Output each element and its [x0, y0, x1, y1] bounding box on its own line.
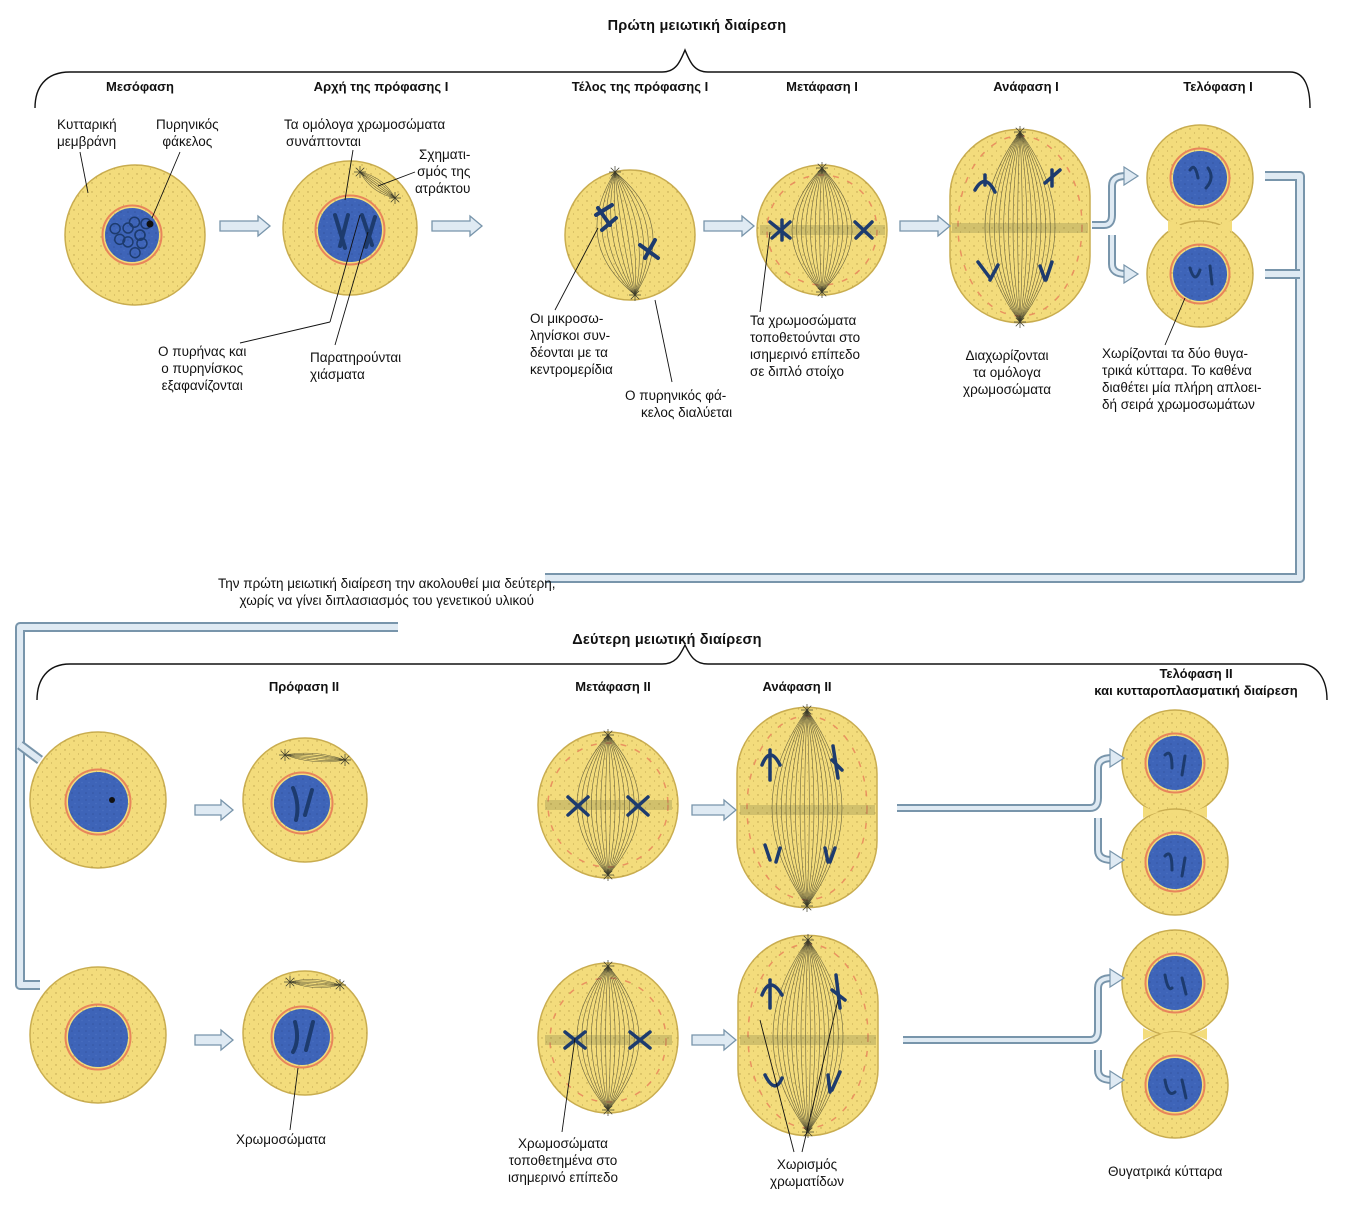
stage-late-prophase1: Τέλος της πρόφασης Ι: [571, 79, 709, 94]
cell-metaphase2-bottom: [537, 960, 679, 1116]
label-chromosomes: Χρωμοσώματα: [236, 1132, 326, 1147]
cell-telophase2-a: [1121, 709, 1229, 817]
cell-telophase1-top: [1146, 124, 1254, 232]
arrow-5: [194, 798, 235, 822]
arrow-1: [219, 214, 272, 238]
cell-metaphase1: [756, 162, 888, 298]
transition-note: Την πρώτη μειωτική διαίρεση την ακολουθε…: [218, 576, 556, 608]
cell-telophase1-bottom: [1146, 220, 1254, 328]
split-arrow-1: [1092, 165, 1140, 285]
stage-anaphase2: Ανάφαση ΙΙ: [762, 679, 832, 694]
split-arrow-2: [1078, 747, 1126, 871]
cell-interphase: [64, 164, 206, 306]
label-daughter-cells: Θυγατρικά κύτταρα: [1108, 1164, 1223, 1179]
arrow-3: [703, 214, 756, 238]
cell-metaphase2-top: [537, 729, 679, 881]
cell-prophase2-top-late: [242, 737, 368, 863]
meiosis1-brace: [34, 48, 1311, 109]
cell-telophase2-c: [1121, 929, 1229, 1037]
arrow-4: [899, 214, 952, 238]
stage-interphase: Μεσόφαση: [106, 79, 174, 94]
meiosis2-title: Δεύτερη μειωτική διαίρεση: [572, 632, 762, 648]
stage-telophase1: Τελόφαση Ι: [1183, 79, 1253, 94]
cell-telophase2-d: [1121, 1031, 1229, 1139]
meiosis2-brace: [36, 643, 1328, 701]
cell-prophase2-bottom-late: [242, 970, 368, 1096]
arrow-7: [194, 1028, 235, 1052]
cell-anaphase2-top: [736, 704, 878, 912]
arrow-2: [431, 214, 484, 238]
stage-metaphase1: Μετάφαση Ι: [786, 79, 858, 94]
stage-prophase2: Πρόφαση ΙΙ: [268, 679, 340, 694]
cell-prophase2-top-early: [29, 731, 167, 869]
split-arrow-3: [1078, 967, 1126, 1091]
meiosis1-title: Πρώτη μειωτική διαίρεση: [607, 18, 787, 34]
cell-anaphase2-bottom: [737, 934, 879, 1138]
stage-metaphase2: Μετάφαση ΙΙ: [575, 679, 651, 694]
label-daughter-cells-separate: Χωρίζονται τα δύο θυγα-τρικά κύτταρα. Το…: [1102, 346, 1262, 412]
cell-telophase2-b: [1121, 808, 1229, 916]
cell-anaphase1: [949, 126, 1091, 328]
cell-late-prophase1: [564, 166, 696, 301]
cell-early-prophase1: [282, 160, 418, 296]
cell-prophase2-bottom-early: [29, 966, 167, 1104]
label-envelope-dissolves: Ο πυρηνικός φά-κελος διαλύεται: [625, 388, 733, 420]
arrow-8: [691, 1028, 738, 1052]
nucleolus: [146, 220, 154, 228]
stage-anaphase1: Ανάφαση Ι: [993, 79, 1059, 94]
arrow-6: [691, 798, 738, 822]
stage-early-prophase1: Αρχή της πρόφασης Ι: [313, 79, 449, 94]
